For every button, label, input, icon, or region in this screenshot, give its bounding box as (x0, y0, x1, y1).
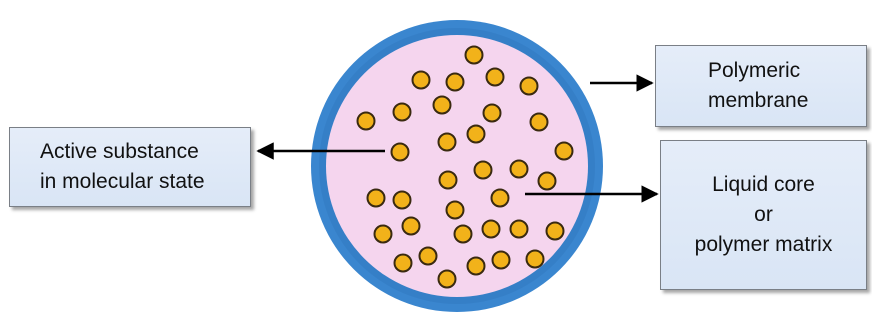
active-substance-particle (531, 114, 548, 131)
active-substance-particle (521, 78, 538, 95)
active-substance-particle (547, 223, 564, 240)
active-substance-particle (466, 47, 483, 64)
polymeric-membrane-label-line2: membrane (708, 86, 808, 116)
active-substance-particle (468, 258, 485, 275)
active-substance-particle (375, 226, 392, 243)
active-substance-particle (539, 173, 556, 190)
polymeric-membrane-label-box: Polymeric membrane (655, 45, 867, 127)
liquid-core-label-line1: Liquid core (712, 170, 815, 200)
active-substance-particle (395, 255, 412, 272)
active-substance-particle (439, 134, 456, 151)
liquid-core-label-line3: polymer matrix (695, 230, 833, 260)
active-substance-particle (447, 202, 464, 219)
active-substance-particle (487, 69, 504, 86)
active-substance-label-line1: Active substance (40, 137, 199, 167)
active-substance-particle (440, 172, 457, 189)
active-substance-particle (394, 192, 411, 209)
active-substance-label-box: Active substance in molecular state (9, 127, 251, 207)
polymeric-membrane-label-line1: Polymeric (708, 56, 800, 86)
active-substance-particle (439, 271, 456, 288)
active-substance-particle (434, 97, 451, 114)
active-substance-particle (403, 218, 420, 235)
active-substance-particle (511, 221, 528, 238)
active-substance-particle (475, 162, 492, 179)
liquid-core-label-box: Liquid core or polymer matrix (660, 140, 867, 290)
active-substance-particle (447, 74, 464, 91)
active-substance-particle (394, 104, 411, 121)
active-substance-particle (468, 126, 485, 143)
active-substance-label-line2: in molecular state (40, 167, 205, 197)
active-substance-particle (483, 221, 500, 238)
liquid-core-label-line2: or (754, 200, 773, 230)
active-substance-particle (511, 161, 528, 178)
active-substance-particle (556, 143, 573, 160)
active-substance-particle (368, 190, 385, 207)
active-substance-particle (484, 105, 501, 122)
active-substance-particle (455, 226, 472, 243)
active-substance-particle (413, 72, 430, 89)
active-substance-particle (527, 251, 544, 268)
active-substance-particle (420, 248, 437, 265)
active-substance-particle (392, 144, 409, 161)
active-substance-particle (492, 190, 509, 207)
active-substance-particle (493, 252, 510, 269)
active-substance-particle (358, 113, 375, 130)
